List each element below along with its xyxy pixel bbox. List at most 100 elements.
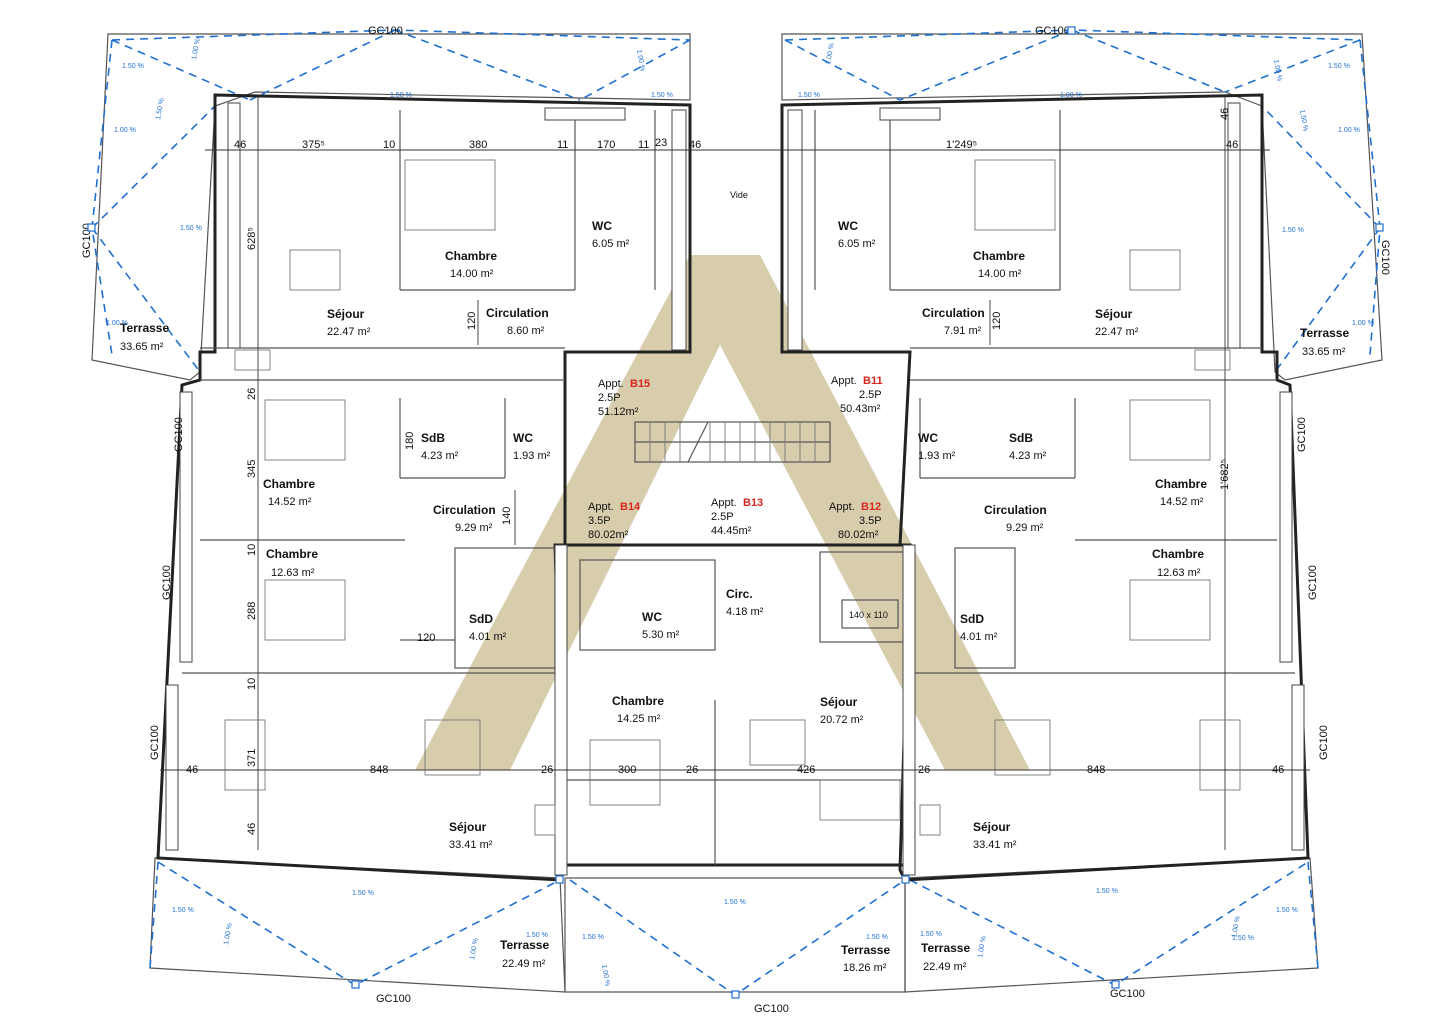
room-labels: Terrasse 33.65 m² Terrasse 33.65 m² Séjo…	[120, 219, 1349, 974]
room-name: Terrasse	[500, 938, 549, 952]
dimension: 1'682⁵	[1219, 459, 1231, 490]
apartment-prefix: Appt.	[588, 501, 614, 513]
gutter-label: GC100	[368, 25, 403, 37]
apartment-id: B13	[743, 497, 763, 509]
room-area: 6.05 m²	[838, 238, 876, 250]
furniture	[224, 159, 1241, 836]
room-area: 22.49 m²	[502, 958, 546, 970]
void-label: Vide	[730, 190, 748, 200]
dimension-lines	[160, 95, 1310, 850]
apartment-type: 3.5P	[588, 515, 611, 527]
room-area: 14.52 m²	[1160, 496, 1204, 508]
room-name: Séjour	[449, 820, 487, 834]
room-area: 33.41 m²	[973, 839, 1017, 851]
room-name: Circulation	[486, 306, 549, 320]
gutter-label: GC100	[376, 993, 411, 1005]
dimension: 120	[417, 632, 435, 644]
slope-label: 1.50 %	[1096, 888, 1118, 895]
room-area: 14.00 m²	[450, 268, 494, 280]
room-area: 4.23 m²	[1009, 450, 1047, 462]
room-name: Chambre	[263, 477, 315, 491]
gutter-labels: GC100 GC100 GC100 GC100 GC100 GC100 GC10…	[81, 25, 1391, 1015]
slope-label: 1.50 %	[1282, 227, 1304, 234]
room-name: Circulation	[984, 503, 1047, 517]
apartment-prefix: Appt.	[829, 501, 855, 513]
slope-label: 1.50 %	[1276, 907, 1298, 914]
slope-label: 1.50 %	[866, 934, 888, 941]
slope-label: 1.00 %	[106, 320, 128, 327]
room-area: 9.29 m²	[455, 522, 493, 534]
room-area: 18.26 m²	[843, 962, 887, 974]
room-area: 6.05 m²	[592, 238, 630, 250]
dimension: 11	[638, 139, 649, 151]
room-name: Terrasse	[841, 943, 890, 957]
slope-label: 1.00 %	[114, 127, 136, 134]
dimension: 46	[1272, 764, 1284, 776]
gutter-label: GC100	[149, 725, 161, 760]
room-area: 22.47 m²	[327, 326, 371, 338]
apartment-area: 80.02m²	[588, 529, 629, 541]
dimension: 46	[234, 139, 246, 151]
apartment-prefix: Appt.	[831, 375, 857, 387]
room-name: WC	[642, 610, 662, 624]
room-name: Chambre	[1152, 547, 1204, 561]
room-name: Séjour	[327, 307, 365, 321]
gutter-label: GC100	[81, 223, 93, 258]
slope-label: 1.50 %	[582, 934, 604, 941]
apartment-b12: Appt. B12 3.5P 80.02m²	[829, 501, 882, 541]
room-name: Terrasse	[120, 321, 169, 335]
gutter-label: GC100	[161, 565, 173, 600]
room-area: 12.63 m²	[271, 567, 315, 579]
apartment-id: B12	[861, 501, 881, 513]
apartment-b14: Appt. B14 3.5P 80.02m²	[588, 501, 641, 541]
dimension-texts: 46 375⁵ 10 380 11 170 11 23 46 1'249⁵ 46…	[186, 108, 1284, 835]
room-name: Chambre	[612, 694, 664, 708]
dimension: 848	[370, 764, 388, 776]
apartment-id: B14	[620, 501, 641, 513]
slope-label: 1.50 %	[651, 92, 673, 99]
room-area: 33.41 m²	[449, 839, 493, 851]
gutter-label: GC100	[1379, 240, 1391, 275]
dimension: 46	[186, 764, 198, 776]
slope-label: 1.00 %	[1338, 127, 1360, 134]
drain-marker	[901, 875, 910, 884]
slope-label: 1.50 %	[155, 98, 166, 121]
room-name: WC	[513, 431, 533, 445]
dimension: 120	[466, 312, 478, 330]
dimension: 170	[597, 139, 615, 151]
room-name: SdD	[960, 612, 984, 626]
room-area: 14.25 m²	[617, 713, 661, 725]
room-name: Chambre	[1155, 477, 1207, 491]
dimension: 46	[689, 139, 701, 151]
apartment-type: 2.5P	[859, 389, 882, 401]
apartment-area: 80.02m²	[838, 529, 879, 541]
dimension: 23	[655, 137, 667, 149]
room-area: 14.00 m²	[978, 268, 1022, 280]
drain-markers	[87, 26, 1384, 999]
drain-marker	[351, 980, 360, 989]
room-name: Chambre	[266, 547, 318, 561]
dimension: 380	[469, 139, 487, 151]
drain-marker	[87, 223, 96, 232]
slope-label: 1.00 %	[1231, 916, 1242, 939]
dimension: 140	[501, 507, 513, 525]
drainage-lines	[91, 29, 1381, 996]
room-area: 4.01 m²	[960, 631, 998, 643]
dimension: 10	[246, 678, 258, 690]
drain-marker	[1067, 26, 1076, 35]
dimension: 180	[404, 432, 416, 450]
apartment-b15: Appt. B15 2.5P 51.12m²	[598, 378, 650, 418]
watermark-logo	[415, 255, 1030, 770]
slope-label: 1.50 %	[352, 890, 374, 897]
dimension: 26	[918, 764, 930, 776]
room-area: 14.52 m²	[268, 496, 312, 508]
dimension: 10	[383, 139, 395, 151]
apartment-type: 2.5P	[711, 511, 734, 523]
room-area: 20.72 m²	[820, 714, 864, 726]
room-area: 9.29 m²	[1006, 522, 1044, 534]
room-area: 33.65 m²	[120, 341, 164, 353]
apartment-type: 2.5P	[598, 392, 621, 404]
room-area: 4.23 m²	[421, 450, 459, 462]
room-area: 1.93 m²	[918, 450, 956, 462]
